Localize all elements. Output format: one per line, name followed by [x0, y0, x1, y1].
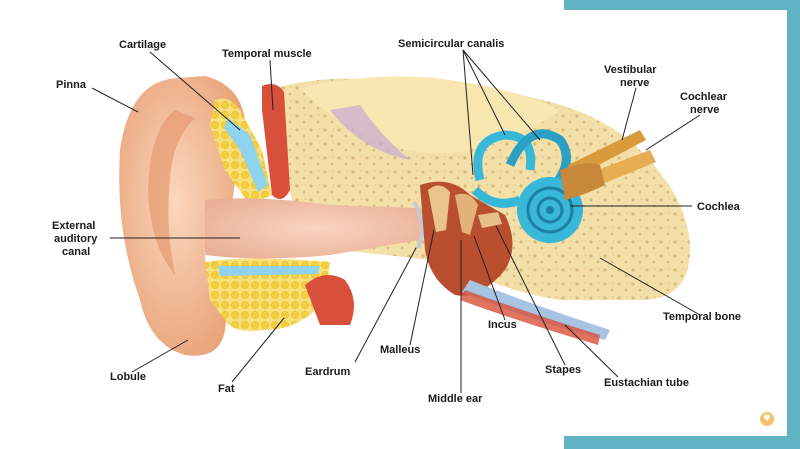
- label-incus: Incus: [488, 319, 517, 331]
- label-temporal-bone: Temporal bone: [663, 311, 741, 323]
- label-external-2: auditory: [54, 233, 98, 245]
- leader-incus: [473, 235, 506, 321]
- incus-shape: [455, 193, 478, 235]
- lower-cartilage-strip: [218, 266, 320, 276]
- temporal-muscle-shape: [262, 84, 290, 199]
- label-vestibular-1: Vestibular: [604, 64, 657, 76]
- leader-cochlear: [645, 114, 701, 151]
- fat-shape: [205, 258, 330, 332]
- label-pinna: Pinna: [56, 79, 87, 91]
- label-eardrum: Eardrum: [305, 366, 350, 378]
- malleus-shape: [428, 185, 450, 232]
- label-stapes: Stapes: [545, 364, 581, 376]
- cartilage-strip: [224, 118, 268, 192]
- eardrum-shape: [412, 200, 425, 249]
- leader-pinna: [91, 87, 139, 113]
- eustachian-tube-shape: [462, 280, 610, 340]
- semicircular-canal-3: [471, 186, 522, 208]
- label-middle-ear: Middle ear: [428, 393, 483, 405]
- label-cochlear-2: nerve: [690, 104, 719, 116]
- logo-mark-icon: ♥: [760, 412, 774, 426]
- frame-accent-top: [564, 0, 800, 10]
- leader-cartilage: [149, 51, 241, 131]
- label-fat: Fat: [218, 383, 235, 395]
- label-temporal-muscle: Temporal muscle: [222, 48, 312, 60]
- label-cartilage: Cartilage: [119, 39, 166, 51]
- external-canal-shape: [205, 198, 428, 259]
- pinna-shape: [119, 76, 245, 356]
- nerve-bundle: [560, 163, 605, 200]
- cochlea-spiral-outer: [526, 186, 574, 234]
- leader-malleus: [409, 229, 435, 346]
- cochlea-spiral-inner: [536, 196, 564, 224]
- leader-eustachian: [564, 324, 619, 378]
- leader-semicircular-2: [462, 49, 506, 136]
- label-cochlea: Cochlea: [697, 201, 741, 213]
- leader-fat: [231, 317, 285, 383]
- label-malleus: Malleus: [380, 344, 420, 356]
- label-semicircular: Semicircular canalis: [398, 38, 504, 50]
- label-eustachian: Eustachian tube: [604, 377, 689, 389]
- label-cochlear-1: Cochlear: [680, 91, 728, 103]
- label-external-1: External: [52, 220, 95, 232]
- pinna-inner-fold: [148, 110, 195, 275]
- leader-temporal-muscle: [269, 59, 274, 111]
- frame-accent-right: [787, 0, 800, 449]
- leader-vestibular: [621, 87, 637, 141]
- frame-accent-bottom: [564, 436, 800, 449]
- label-vestibular-2: nerve: [620, 77, 649, 89]
- leader-eardrum: [354, 247, 417, 363]
- leader-temporal-bone: [599, 257, 701, 316]
- cochlea-center: [546, 206, 554, 214]
- eustachian-tube-muscle: [460, 290, 600, 345]
- lower-muscle-shape: [305, 275, 354, 325]
- label-external-3: canal: [62, 246, 90, 258]
- leader-semicircular-1: [462, 49, 474, 176]
- leader-lobule: [131, 339, 189, 373]
- leader-stapes: [495, 225, 566, 366]
- brain-fold-shape: [330, 105, 410, 160]
- label-lobule: Lobule: [110, 371, 146, 383]
- stapes-shape: [478, 212, 502, 228]
- leader-semicircular-3: [462, 49, 541, 141]
